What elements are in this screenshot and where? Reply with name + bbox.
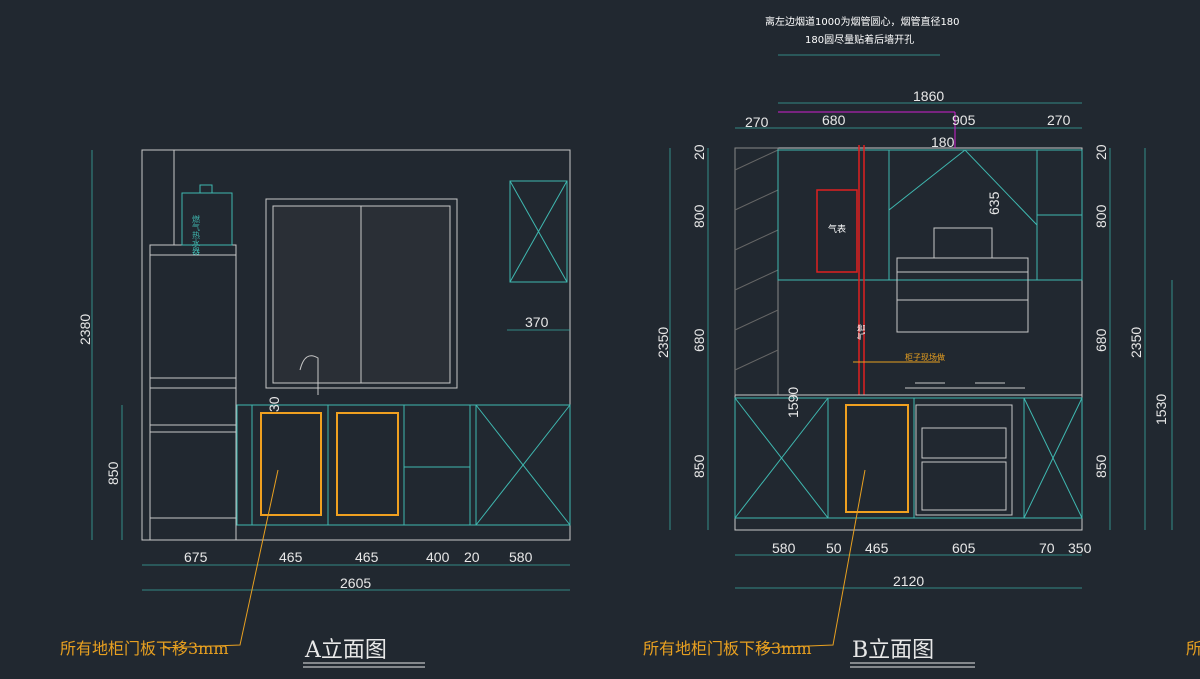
- flue-column: [734, 147, 779, 396]
- cabinet-note: 柜子现场做: [905, 352, 945, 362]
- dim-bottom: 580: [772, 540, 796, 556]
- dim-bottom: 350: [1068, 540, 1092, 556]
- dim-right: 680: [1093, 328, 1109, 352]
- dim-bottom: 50: [826, 540, 842, 556]
- top-note-2: 180圆尽量贴着后墙开孔: [805, 33, 914, 46]
- upper-cabinets: [777, 149, 1083, 281]
- gas-meter: [816, 189, 858, 273]
- cabinet-door: [260, 412, 322, 516]
- dim-total-width: 2120: [893, 573, 924, 589]
- dim-hood: 635: [986, 191, 1002, 215]
- dim-bottom: 465: [279, 549, 303, 565]
- wall-cabinet-a: [509, 180, 568, 283]
- dim-base-height: 850: [105, 461, 121, 485]
- water-heater: [181, 192, 233, 246]
- cabinet-door: [845, 404, 909, 513]
- title-b: B立面图: [852, 638, 934, 663]
- dim-left-total: 2350: [655, 327, 671, 358]
- dim-right-total: 2350: [1128, 327, 1144, 358]
- gas-pipe-label: 气管: [856, 324, 866, 340]
- heater-label: 燃气热水器: [192, 214, 201, 256]
- dim-top: 680: [822, 112, 846, 128]
- dim-right-gap: 370: [525, 314, 549, 330]
- gas-stove: [905, 382, 1025, 389]
- dim-bottom: 465: [865, 540, 889, 556]
- title-a: A立面图: [304, 638, 387, 663]
- dim-top: 905: [952, 112, 976, 128]
- cabinet-door: [336, 412, 399, 516]
- dim-bottom: 20: [464, 549, 480, 565]
- dim-right: 800: [1093, 204, 1109, 228]
- fridge: [149, 244, 237, 541]
- dim-top: 270: [1047, 112, 1071, 128]
- elevation-b: 离左边烟道1000为烟管圆心，烟管直径180 180圆尽量贴着后墙开孔 气表 气…: [643, 15, 1200, 668]
- dim-right: 20: [1093, 144, 1109, 160]
- note-b: 所有地柜门板下移3mm: [643, 639, 812, 658]
- dim-left: 20: [691, 144, 707, 160]
- wall-outline-a: [141, 149, 571, 541]
- top-note-1: 离左边烟道1000为烟管圆心，烟管直径180: [765, 15, 960, 28]
- dim-left: 800: [691, 204, 707, 228]
- dim-left: 850: [691, 454, 707, 478]
- oven: [915, 404, 1013, 516]
- dim-pipe: 180: [931, 134, 955, 150]
- dim-counter-gap: 30: [266, 396, 282, 412]
- dim-left: 680: [691, 328, 707, 352]
- note-a: 所有地柜门板下移3mm: [60, 639, 229, 658]
- dim-bottom: 605: [952, 540, 976, 556]
- dim-total-width: 2605: [340, 575, 371, 591]
- dim-top: 270: [745, 114, 769, 130]
- faucet: [299, 355, 319, 395]
- window: [265, 198, 458, 389]
- dim-height-total: 2380: [77, 314, 93, 345]
- dim-right: 850: [1093, 454, 1109, 478]
- range-hood: [896, 257, 1029, 333]
- dim-pipe-height: 1590: [785, 387, 801, 418]
- base-cabinets-b: [734, 397, 1083, 519]
- elevation-a: 燃气热水器 2380 850 370 30 675 465 465 400 20…: [60, 149, 571, 668]
- note-fragment: 所: [1186, 639, 1200, 658]
- gas-meter-label: 气表: [828, 223, 846, 235]
- dim-bottom: 580: [509, 549, 533, 565]
- dim-bottom: 675: [184, 549, 208, 565]
- dim-bottom: 465: [355, 549, 379, 565]
- dim-top-total: 1860: [913, 88, 944, 104]
- dim-bottom: 400: [426, 549, 450, 565]
- dim-bottom: 70: [1039, 540, 1055, 556]
- dim-right-sub: 1530: [1153, 394, 1169, 425]
